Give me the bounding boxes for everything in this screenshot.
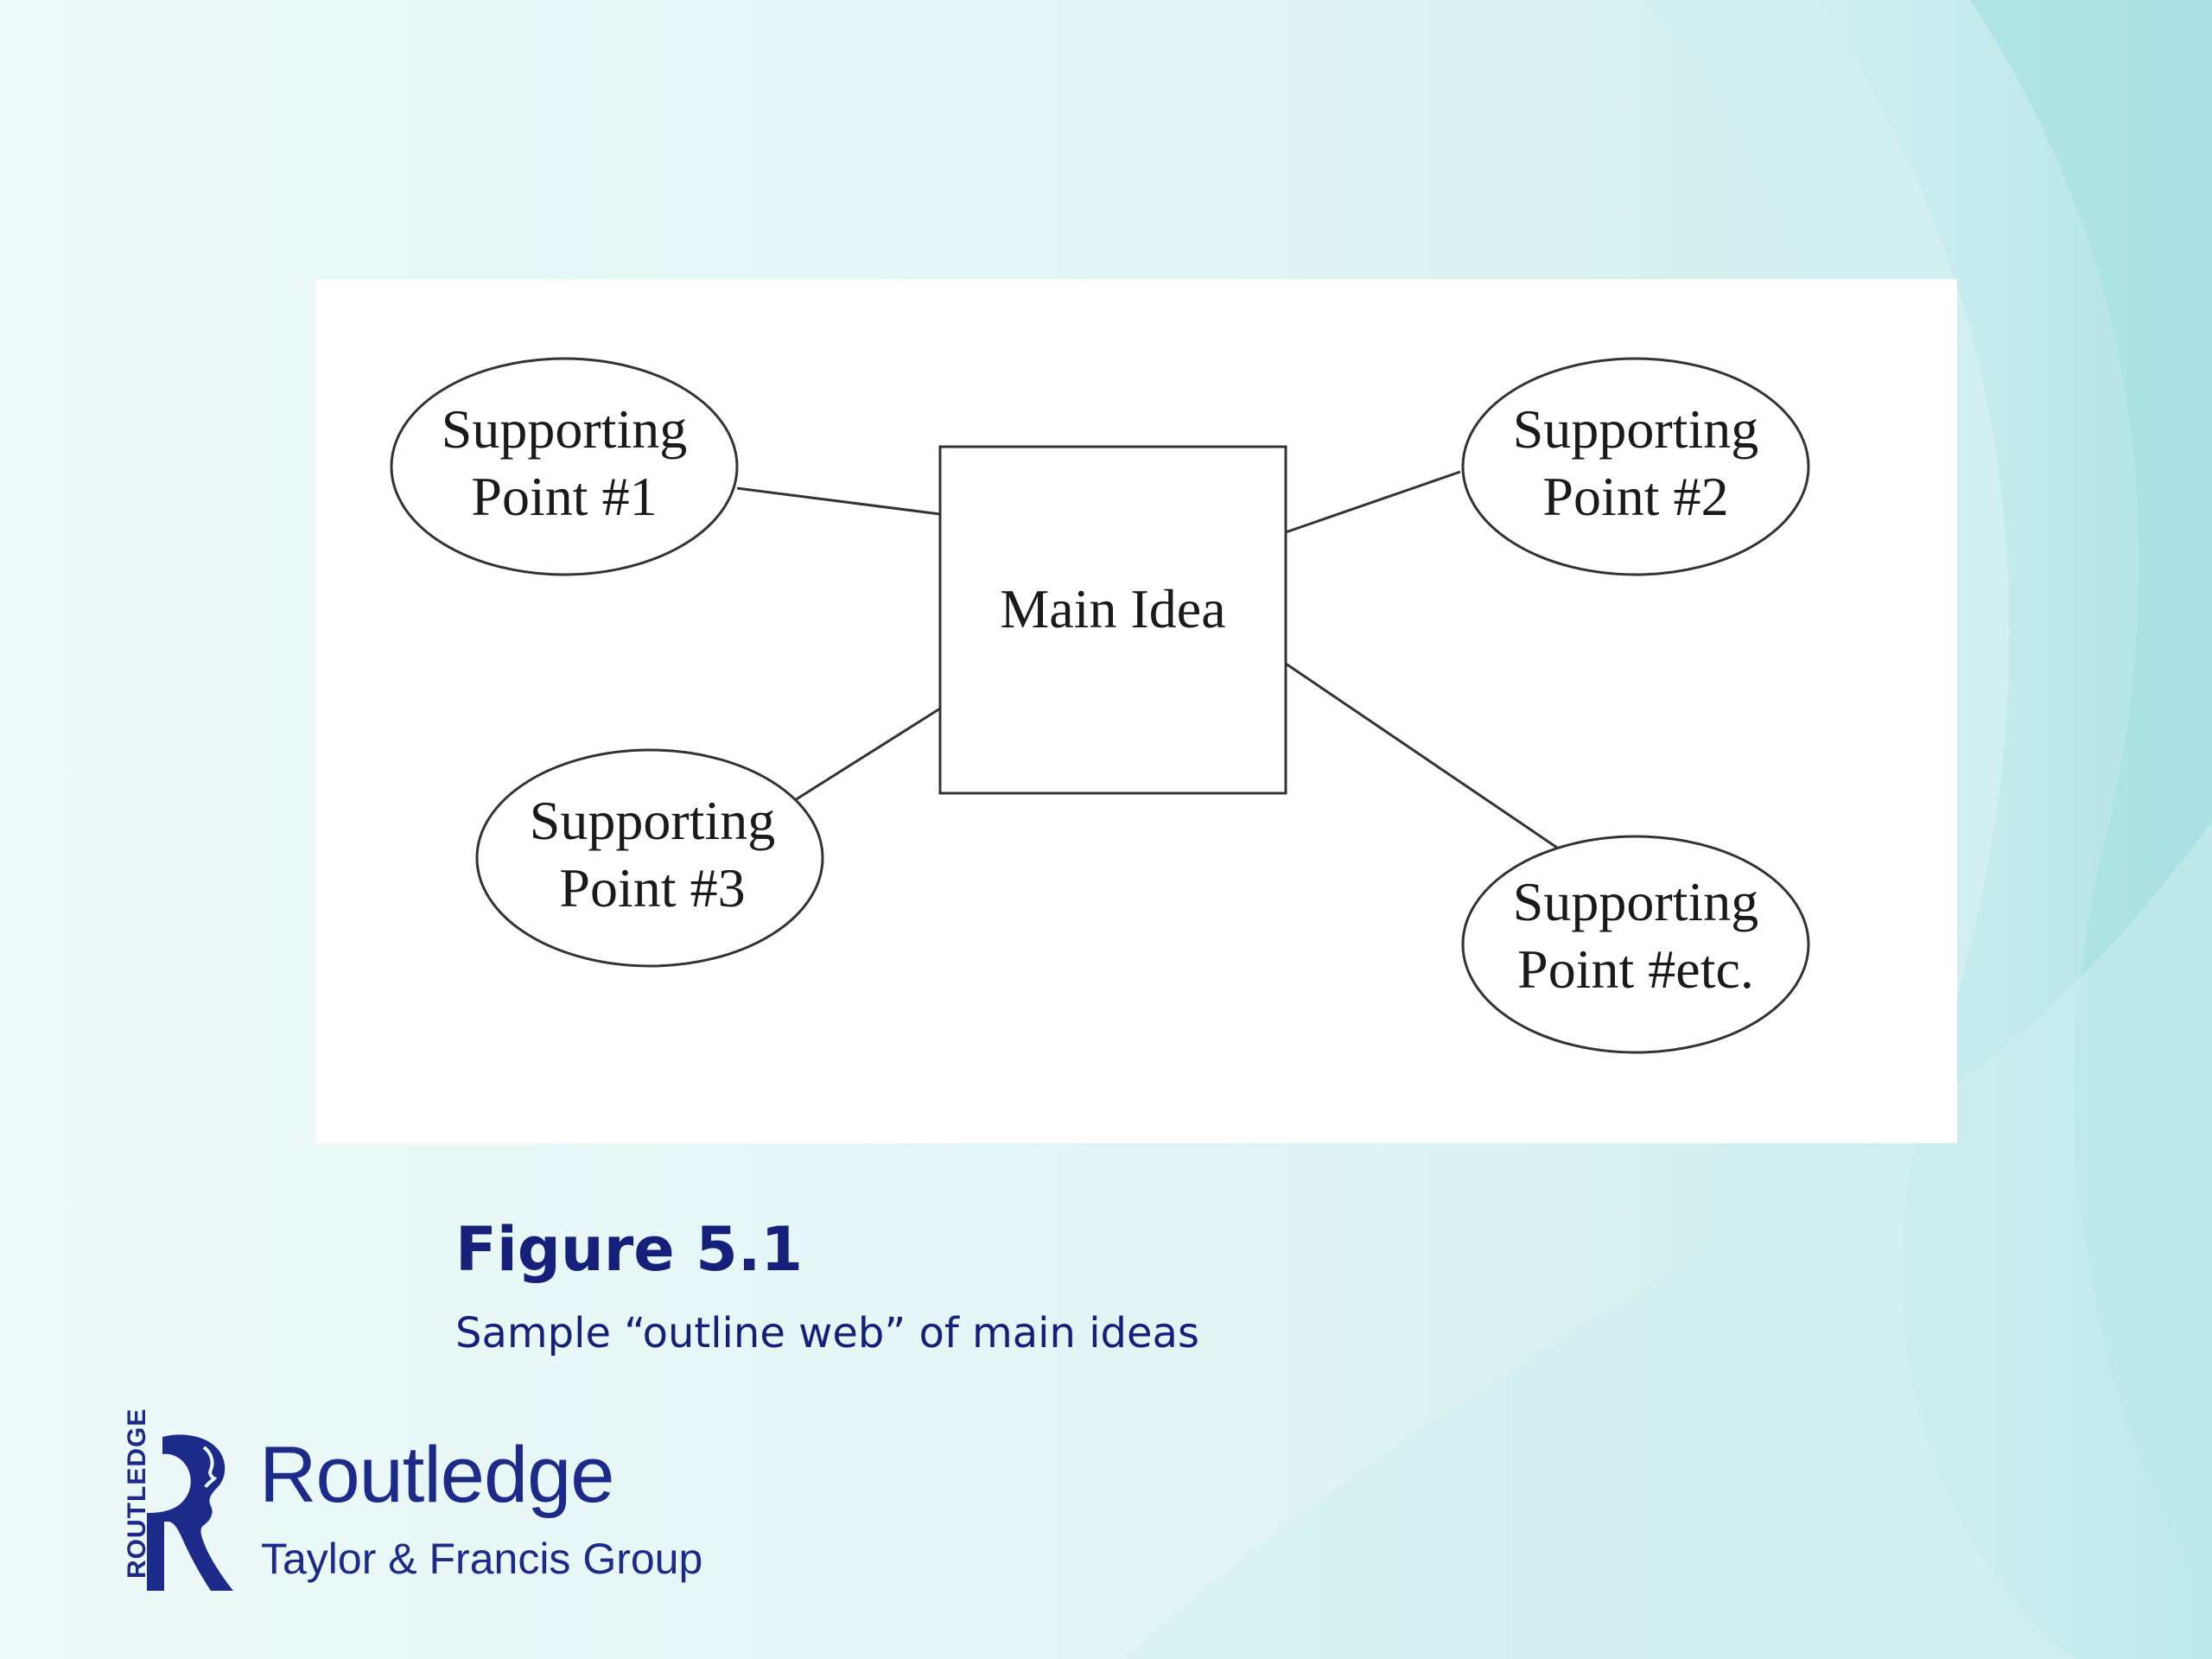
figure-caption-subtitle: Sample “outline web” of main ideas: [455, 1309, 1199, 1357]
routledge-wordmark: Routledge: [259, 1431, 614, 1519]
supporting-point-2-line1: Supporting: [1513, 398, 1758, 460]
supporting-point-2-line2: Point #2: [1542, 466, 1728, 527]
connector-point-3: [794, 707, 941, 802]
connector-point-etc: [1285, 662, 1560, 851]
supporting-point-2-ellipse: [1461, 357, 1810, 576]
supporting-point-1-ellipse: [390, 357, 739, 576]
routledge-logo: ROUTLEDGE Routledge Taylor & Francis Gro…: [121, 1408, 709, 1599]
supporting-point-etc-line2: Point #etc.: [1517, 938, 1754, 1000]
taylor-francis-group-text: Taylor & Francis Group: [261, 1535, 703, 1583]
connector-point-2: [1285, 470, 1461, 534]
main-idea-label: Main Idea: [1000, 578, 1225, 639]
main-idea-box: [938, 445, 1287, 795]
figure-caption-title: Figure 5.1: [455, 1214, 804, 1285]
supporting-point-3-line2: Point #3: [559, 857, 745, 918]
supporting-point-1-line1: Supporting: [442, 398, 687, 460]
supporting-point-etc-line1: Supporting: [1513, 871, 1758, 932]
connector-point-1: [736, 486, 941, 516]
supporting-point-3-line1: Supporting: [530, 790, 775, 851]
outline-web-diagram: Main Idea Supporting Point #1 Supporting…: [390, 357, 1810, 1054]
figure-panel: Main Idea Supporting Point #1 Supporting…: [315, 279, 1957, 1143]
supporting-point-3-ellipse: [475, 748, 824, 968]
routledge-vertical-wordmark: ROUTLEDGE: [123, 1408, 151, 1579]
routledge-r-mark-icon: [147, 1434, 233, 1591]
supporting-point-1-line2: Point #1: [471, 466, 657, 527]
supporting-point-etc-ellipse: [1461, 835, 1810, 1054]
